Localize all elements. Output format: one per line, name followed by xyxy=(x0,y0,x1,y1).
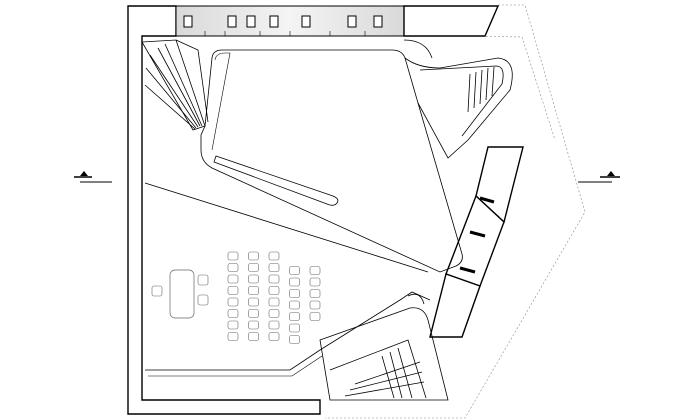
east-wall-lower xyxy=(429,273,481,338)
chair xyxy=(197,274,209,286)
seat xyxy=(248,263,259,272)
north-windows xyxy=(183,15,383,28)
seat xyxy=(289,335,300,344)
east-wall-slits xyxy=(459,196,495,274)
chair xyxy=(197,294,209,306)
window xyxy=(347,15,357,28)
seat xyxy=(289,277,300,287)
window xyxy=(373,15,383,28)
dashed-envelope-inner xyxy=(409,34,556,141)
seat xyxy=(309,312,321,321)
south-hall-outline xyxy=(145,291,431,371)
seat xyxy=(227,263,239,272)
seating-grid xyxy=(227,251,321,344)
window xyxy=(269,15,279,28)
central-hall-outline xyxy=(200,49,463,273)
meeting-table xyxy=(169,269,195,319)
wall-slit xyxy=(469,230,486,238)
skylight-ticks xyxy=(204,31,366,36)
dashed-envelope xyxy=(325,4,586,419)
seat xyxy=(227,274,239,284)
meeting-area xyxy=(151,269,209,319)
window xyxy=(227,15,237,28)
northwest-stair xyxy=(141,39,209,131)
seat xyxy=(227,297,239,307)
central-hall-inner xyxy=(211,52,231,151)
seat xyxy=(268,286,280,295)
seat xyxy=(227,309,239,318)
seat xyxy=(289,312,300,321)
section-marker-arrow-icon xyxy=(607,171,615,176)
seat xyxy=(248,274,259,284)
seat xyxy=(227,286,239,295)
seat xyxy=(248,332,259,341)
seat xyxy=(248,297,259,307)
seat xyxy=(268,320,280,330)
section-marker-west xyxy=(74,171,112,183)
seat xyxy=(309,266,321,275)
seat xyxy=(268,251,280,261)
chair xyxy=(151,285,163,297)
hall-bench xyxy=(213,155,339,206)
seat xyxy=(309,289,321,298)
section-marker-arrow-icon xyxy=(80,171,88,176)
seat xyxy=(248,251,259,261)
seat xyxy=(309,300,321,310)
seat xyxy=(248,309,259,318)
northeast-ramp xyxy=(403,39,513,159)
seat xyxy=(248,320,259,330)
seat xyxy=(268,297,280,307)
northeast-wall xyxy=(403,5,500,37)
wall-slit xyxy=(459,266,476,274)
seat xyxy=(289,289,300,298)
seat xyxy=(289,323,300,333)
window xyxy=(183,15,193,28)
seat xyxy=(309,277,321,287)
seat xyxy=(289,266,300,275)
seat xyxy=(227,320,239,330)
window xyxy=(301,15,311,28)
window xyxy=(246,15,256,28)
wall-slit xyxy=(479,196,495,204)
seat xyxy=(248,286,259,295)
seat xyxy=(227,332,239,341)
seat xyxy=(268,263,280,272)
seat xyxy=(227,251,239,261)
south-hall-inner xyxy=(148,355,323,377)
diagonal-divider xyxy=(144,182,429,273)
seat xyxy=(268,332,280,341)
seat xyxy=(268,274,280,284)
seat xyxy=(289,300,300,310)
section-marker-east xyxy=(578,171,620,183)
seat xyxy=(268,309,280,318)
